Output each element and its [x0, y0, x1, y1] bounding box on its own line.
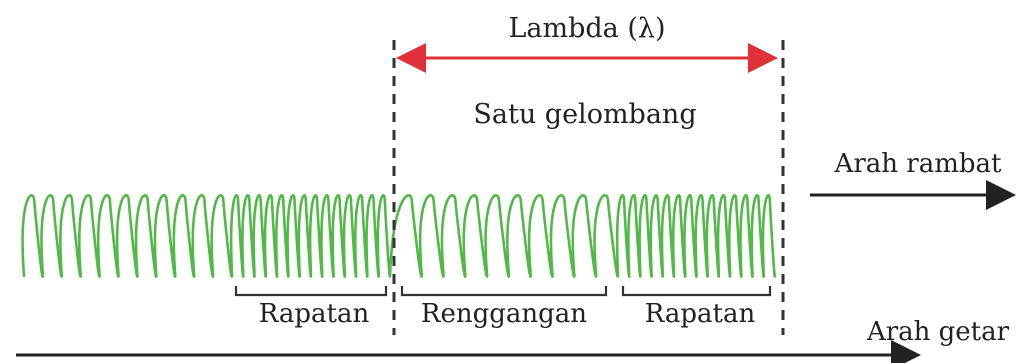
spring-coil-path: [21, 194, 777, 278]
rarefaction-bracket: [400, 286, 608, 297]
one-wave-label: Satu gelombang: [473, 99, 696, 130]
compression-right-bracket: [621, 286, 772, 297]
compression-left-label: Rapatan: [259, 299, 370, 329]
propagation-direction-label: Arah rambat: [834, 149, 1002, 179]
vibration-direction-label: Arah getar: [866, 317, 1010, 347]
lambda-label: Lambda (λ): [508, 13, 665, 44]
compression-left-bracket: [234, 286, 388, 297]
spring-coil: [21, 194, 777, 278]
rarefaction-label: Renggangan: [421, 299, 587, 329]
compression-right-label: Rapatan: [645, 299, 756, 329]
